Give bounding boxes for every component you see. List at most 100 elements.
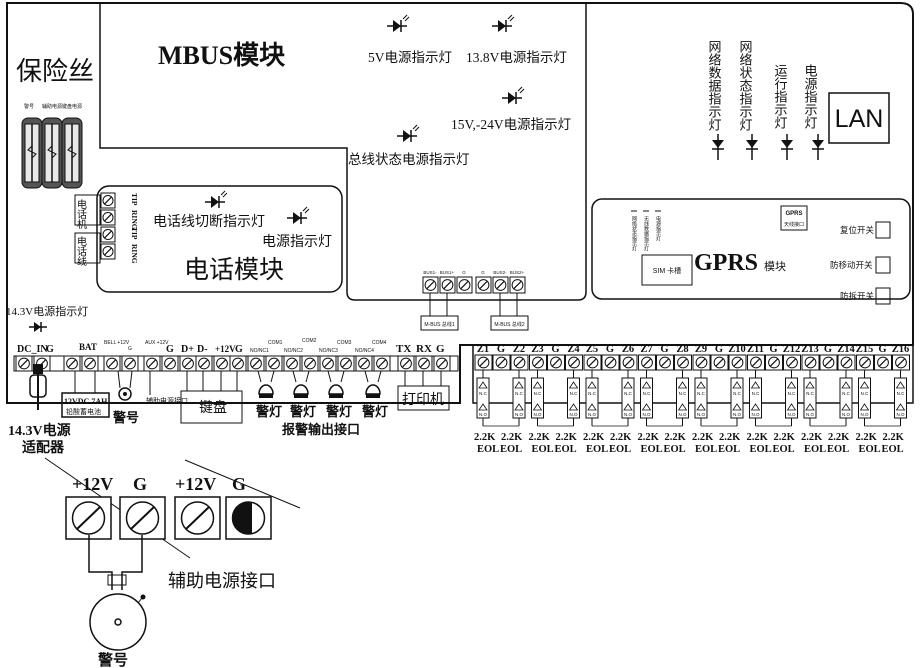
zone-resistor-label: 2.2K (529, 432, 551, 443)
detail-aux-label: 辅助电源接口 (168, 571, 276, 591)
zone-detector-icon: N.CN.O (640, 370, 665, 427)
lower-terminal (283, 355, 301, 372)
lower-terminal (121, 355, 139, 372)
svg-text:N.C: N.C (570, 391, 579, 396)
zone-resistor-label: 2.2K (556, 432, 578, 443)
zone-eol-label: EOL (555, 444, 577, 455)
lower-terminal (143, 355, 161, 372)
svg-text:N.C: N.C (697, 391, 706, 396)
zone-eol-label: EOL (500, 444, 522, 455)
switch-tamper-label: 防拆开关 (840, 291, 875, 301)
zone-label: Z2 (513, 344, 525, 355)
serial-rx-label: RX (416, 343, 432, 355)
com-1-label: COM1 (268, 340, 283, 346)
dc-g-label: G (46, 344, 54, 355)
svg-text:N.C: N.C (788, 391, 797, 396)
zone-label: Z6 (622, 344, 634, 355)
svg-text:N.O: N.O (569, 412, 578, 417)
zone-resistor-label: 2.2K (719, 432, 741, 443)
led-13v8-icon (492, 14, 515, 32)
zone-label: Z4 (567, 344, 580, 355)
nonc-2-label: NO/NC2 (284, 348, 303, 354)
adapter-label-2: 适配器 (22, 439, 65, 456)
svg-text:N.O: N.O (787, 412, 796, 417)
zone-detector-icon: N.C N.O (773, 370, 798, 427)
zone-label: Z14 (837, 344, 855, 355)
svg-text:N.O: N.O (860, 412, 869, 417)
zone-eol-label: EOL (750, 444, 772, 455)
zone-detector-icon: N.CN.O (882, 370, 907, 427)
header-key-12v: +12V (215, 344, 236, 354)
zone-resistor-label: 2.2K (474, 432, 496, 443)
bus-terminal-label: G (481, 270, 485, 275)
detail-terminals (65, 496, 272, 540)
dc-in-label: DC_IN (17, 344, 48, 355)
lower-terminal (81, 355, 99, 372)
lamp-3-label: 警灯 (326, 404, 352, 419)
switch-move (875, 256, 891, 274)
phone-pin-label: TIP (130, 193, 139, 206)
bus-terminal (509, 276, 526, 294)
zone-block-outline (472, 344, 914, 404)
detail-12v-b: +12V (175, 474, 216, 494)
zone-eol-label: EOL (641, 444, 663, 455)
lower-terminal (179, 355, 197, 372)
zone-label: G (660, 344, 668, 355)
zone-eol-label: EOL (477, 444, 499, 455)
zone-eol-label: EOL (718, 444, 740, 455)
fuse-label-aux: 辅助电源 (42, 103, 62, 110)
zone-label: Z10 (728, 344, 746, 355)
bus-terminal-label: BUS2+ (510, 270, 525, 275)
led-15v-label: 15V,-24V电源指示灯 (451, 117, 571, 132)
svg-text:N.O: N.O (479, 412, 488, 417)
phone-terminal (100, 243, 116, 260)
zone-resistor-label: 2.2K (638, 432, 660, 443)
bus-terminal-label: BUS1+ (440, 270, 455, 275)
mbus-iface-2-box (490, 315, 529, 331)
zone-resistor-label: 2.2K (856, 432, 878, 443)
zone-terminal (529, 354, 547, 371)
zone-terminal (638, 354, 656, 371)
lower-terminal (373, 355, 391, 372)
fuse-icon (61, 117, 83, 189)
header-bell-g: G (128, 346, 132, 352)
led-5v-icon (387, 14, 410, 32)
bus-terminal-label: G (462, 270, 466, 275)
svg-text:N.C: N.C (515, 391, 524, 396)
zone-label: Z8 (676, 344, 688, 355)
svg-text:N.C: N.C (752, 391, 761, 396)
printer-label: 打印机 (402, 391, 444, 408)
svg-text:N.O: N.O (588, 412, 597, 417)
bus-terminal (492, 276, 509, 294)
led-bus-label: 总线状态电源指示灯 (348, 152, 470, 167)
phone-terminal (100, 226, 116, 243)
nonc-4-label: NO/NC4 (355, 348, 374, 354)
fuse-title: 保险丝 (16, 57, 94, 86)
fuse-label-bell: 警号 (24, 103, 34, 110)
network-leds (712, 134, 824, 160)
zone-resistor-label: 2.2K (801, 432, 823, 443)
zone-label: Z5 (586, 344, 598, 355)
detail-bell-icon (89, 593, 147, 651)
zone-label: G (878, 344, 886, 355)
zone-resistor-label: 2.2K (501, 432, 523, 443)
zone-eol-label: EOL (586, 444, 608, 455)
power-led-icon (29, 322, 47, 332)
zone-eol-label: EOL (609, 444, 631, 455)
zone-terminal (510, 354, 529, 371)
phone-jack-2-label: 电话线 (75, 235, 87, 266)
zone-detector-icon: N.CN.O (531, 370, 556, 427)
lamp-icon (292, 370, 310, 398)
gprs-antenna-sub: 天线接口 (784, 221, 804, 228)
led-phone-power-icon (287, 206, 310, 224)
alarm-lamps (257, 370, 382, 398)
zone-resistor-label: 2.2K (828, 432, 850, 443)
lower-terminal (397, 355, 415, 372)
svg-text:N.O: N.O (842, 412, 851, 417)
gprs-tiny-label-2: 无线数据指示灯 (643, 216, 649, 252)
zone-terminal (874, 354, 892, 371)
svg-text:N.C: N.C (806, 391, 815, 396)
battery-box (61, 392, 110, 418)
zone-eol-label: EOL (532, 444, 554, 455)
